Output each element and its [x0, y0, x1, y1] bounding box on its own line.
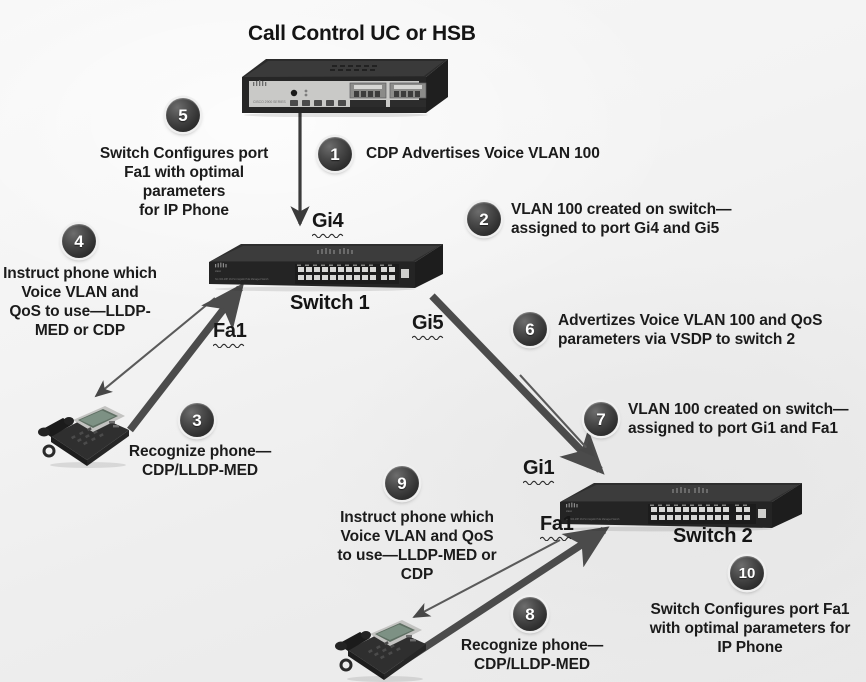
svg-text:cisco: cisco — [215, 269, 221, 273]
device-ip-phone-2 — [330, 604, 430, 682]
port-label-fa1-switch1-text: Fa1 — [213, 320, 247, 342]
step-badge-4[interactable]: 4 — [62, 224, 96, 258]
svg-text:SG 300-28P 28-Port Gigabit Po: SG 300-28P 28-Port Gigabit PoE Managed S… — [215, 278, 269, 281]
step-caption-8: Recognize phone— CDP/LLDP-MED — [460, 637, 604, 673]
step-badge-9[interactable]: 9 — [385, 466, 419, 500]
device-call-control: CISCO 2900 SERIES — [236, 55, 448, 117]
link-switch1-switch2-thin — [519, 374, 596, 458]
link-switch2-phone2-thin — [412, 539, 561, 618]
port-label-fa1-switch2-text: Fa1 — [540, 513, 574, 535]
link-switch1-switch2-thick — [429, 293, 605, 475]
port-label-gi1-text: Gi1 — [523, 457, 555, 479]
link-phone2-switch2-thick — [401, 526, 610, 665]
svg-text:SG 300-28P 28-Port Gigabit Po: SG 300-28P 28-Port Gigabit PoE Managed S… — [566, 518, 620, 521]
device-label-switch-2: Switch 2 — [673, 525, 753, 547]
squiggle-underline-icon — [540, 536, 572, 541]
squiggle-underline-icon — [523, 480, 555, 485]
squiggle-underline-icon — [412, 335, 444, 340]
link-switch1-phone1-thin — [94, 297, 216, 398]
step-badge-5[interactable]: 5 — [166, 98, 200, 132]
step-caption-4: Instruct phone which Voice VLAN and QoS … — [3, 265, 157, 339]
port-label-gi5-text: Gi5 — [412, 312, 444, 334]
step-caption-2: VLAN 100 created on switch— assigned to … — [511, 201, 732, 237]
port-label-fa1-switch1: Fa1 — [213, 320, 247, 348]
device-switch-1: cisco SG 300-28P 28-Port Gigabit PoE Man… — [205, 236, 445, 296]
step-badge-2[interactable]: 2 — [467, 202, 501, 236]
step-badge-7[interactable]: 7 — [584, 402, 618, 436]
step-caption-7: VLAN 100 created on switch— assigned to … — [628, 401, 849, 437]
step-badge-8[interactable]: 8 — [513, 597, 547, 631]
step-badge-6[interactable]: 6 — [513, 312, 547, 346]
port-label-gi4-text: Gi4 — [312, 210, 344, 232]
squiggle-underline-icon — [312, 233, 344, 238]
port-label-fa1-switch2: Fa1 — [540, 513, 574, 541]
squiggle-underline-icon — [213, 343, 245, 348]
link-phone1-switch1-thick — [127, 282, 245, 433]
step-badge-1[interactable]: 1 — [318, 137, 352, 171]
step-badge-3[interactable]: 3 — [180, 403, 214, 437]
port-label-gi4: Gi4 — [312, 210, 346, 238]
page-title: Call Control UC or HSB — [248, 22, 476, 45]
svg-text:cisco: cisco — [566, 509, 572, 513]
step-caption-5: Switch Configures port Fa1 with optimal … — [99, 145, 269, 219]
step-caption-9: Instruct phone which Voice VLAN and QoS … — [337, 509, 497, 583]
port-label-gi1: Gi1 — [523, 457, 557, 485]
step-caption-10: Switch Configures port Fa1 with optimal … — [649, 601, 851, 656]
device-switch-2: cisco SG 300-28P 28-Port Gigabit PoE Man… — [556, 474, 804, 536]
step-badge-10[interactable]: 10 — [730, 556, 764, 590]
step-caption-1: CDP Advertises Voice VLAN 100 — [366, 145, 600, 162]
port-label-gi5: Gi5 — [412, 312, 446, 340]
device-label-switch-1: Switch 1 — [290, 292, 370, 314]
step-caption-3: Recognize phone— CDP/LLDP-MED — [128, 443, 272, 479]
device-ip-phone-1 — [33, 390, 133, 470]
step-caption-6: Advertizes Voice VLAN 100 and QoS parame… — [558, 312, 823, 348]
svg-text:CISCO 2900 SERIES: CISCO 2900 SERIES — [253, 100, 286, 104]
